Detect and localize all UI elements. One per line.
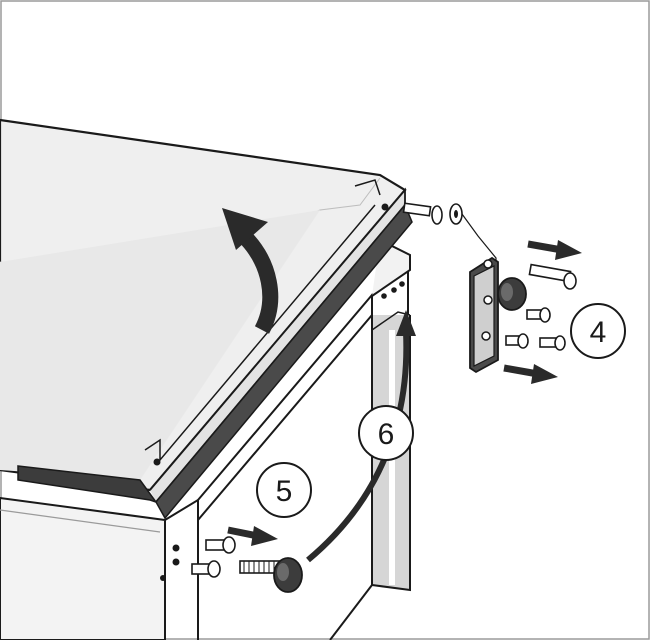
lift-arrow	[222, 208, 279, 334]
step-4-callout: 4	[570, 303, 626, 359]
hinge-bracket	[469, 256, 577, 374]
step-6-label: 6	[378, 418, 395, 451]
step-6-callout: 6	[358, 405, 414, 461]
lid	[0, 118, 413, 520]
step-5-callout: 5	[256, 462, 312, 518]
step-5-label: 5	[276, 475, 293, 508]
lid-bolt	[402, 202, 497, 268]
appliance-body	[0, 496, 199, 640]
step-4-label: 4	[590, 316, 607, 349]
remove-arrows	[503, 240, 582, 384]
frame-post	[329, 311, 411, 640]
lower-fasteners	[191, 526, 303, 593]
